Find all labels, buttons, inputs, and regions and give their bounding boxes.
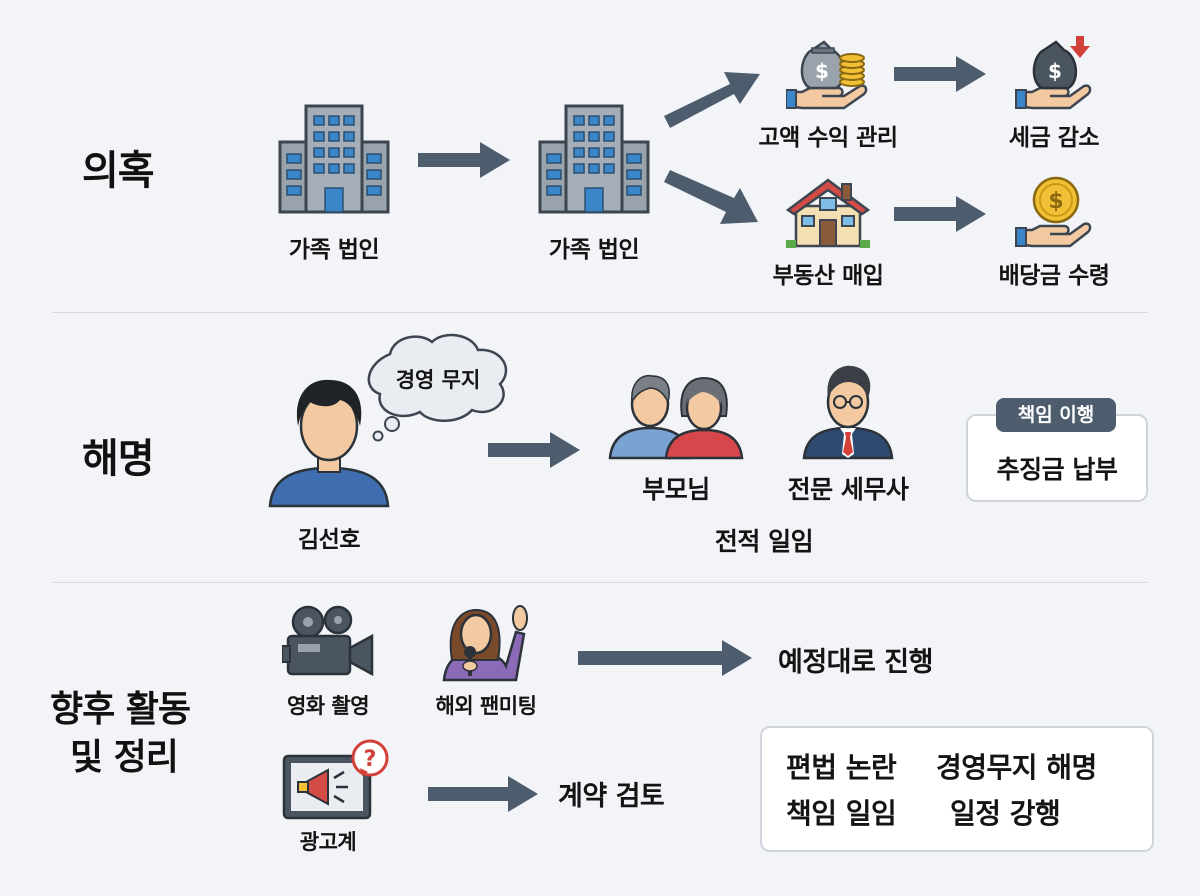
- responsibility-badge: 책임 이행: [996, 398, 1116, 432]
- section-heading-future-line1: 향후 활동: [50, 689, 191, 730]
- summary-box: [760, 726, 1154, 852]
- fanmeeting-label: 해외 팬미팅: [435, 694, 537, 718]
- tax-agent-icon: [802, 362, 894, 460]
- building-icon: [538, 102, 650, 214]
- summary-item: 책임 일임: [786, 797, 897, 830]
- svg-text:$: $: [1048, 189, 1063, 214]
- section-heading-future-line2: 및 정리: [70, 737, 179, 778]
- building-icon: [278, 102, 390, 214]
- summary-item: 편법 논란: [786, 751, 897, 784]
- arrow-right: [488, 432, 580, 468]
- delegation-label: 전적 일임: [714, 527, 814, 556]
- arrow-right: [418, 142, 510, 178]
- movie-camera-icon: [282, 604, 374, 680]
- person-icon: [268, 374, 390, 508]
- tax-agent-label: 전문 세무사: [787, 475, 909, 504]
- svg-text:$: $: [815, 59, 829, 83]
- branch-label-dividend: 배당금 수령: [998, 263, 1110, 289]
- branch-label-tax-reduction: 세금 감소: [1008, 125, 1100, 151]
- thought-text: 경영 무지: [395, 368, 481, 392]
- divider: [52, 582, 1148, 583]
- review-label: 계약 검토: [558, 781, 665, 812]
- thought-bubble: 경영 무지: [360, 330, 516, 442]
- divider: [52, 312, 1148, 313]
- arrow-down-right: [664, 170, 758, 224]
- svg-text:$: $: [1048, 59, 1062, 83]
- money-bag-down-icon: $: [1014, 36, 1094, 110]
- svg-text:?: ?: [364, 747, 377, 772]
- proceed-label: 예정대로 진행: [778, 647, 933, 678]
- arrow-right: [894, 196, 986, 232]
- megaphone-billboard-icon: ?: [282, 738, 394, 820]
- person-name-label: 김선호: [298, 527, 360, 553]
- summary-item: 일정 강행: [950, 797, 1061, 830]
- ads-label: 광고계: [299, 830, 357, 854]
- arrow-right: [578, 640, 752, 676]
- coin-hand-icon: $: [1014, 174, 1094, 248]
- house-icon: [786, 176, 870, 250]
- parents-icon: [608, 370, 744, 460]
- branch-label-high-revenue: 고액 수익 관리: [758, 125, 898, 151]
- branch-label-real-estate: 부동산 매입: [772, 263, 884, 289]
- film-label: 영화 촬영: [286, 694, 370, 718]
- entity-label-a: 가족 법인: [288, 237, 380, 263]
- arrow-up-right: [664, 72, 760, 128]
- arrow-right: [894, 56, 986, 92]
- responsibility-box-text: 추징금 납부: [996, 455, 1118, 484]
- section-heading-explanation: 해명: [82, 436, 155, 482]
- arrow-right: [428, 776, 538, 812]
- summary-item: 경영무지 해명: [936, 751, 1097, 784]
- entity-label-b: 가족 법인: [548, 237, 640, 263]
- singer-icon: [440, 604, 528, 682]
- parents-label: 부모님: [642, 475, 710, 504]
- money-bag-coins-icon: $: [786, 36, 870, 110]
- section-heading-allegation: 의혹: [82, 148, 155, 194]
